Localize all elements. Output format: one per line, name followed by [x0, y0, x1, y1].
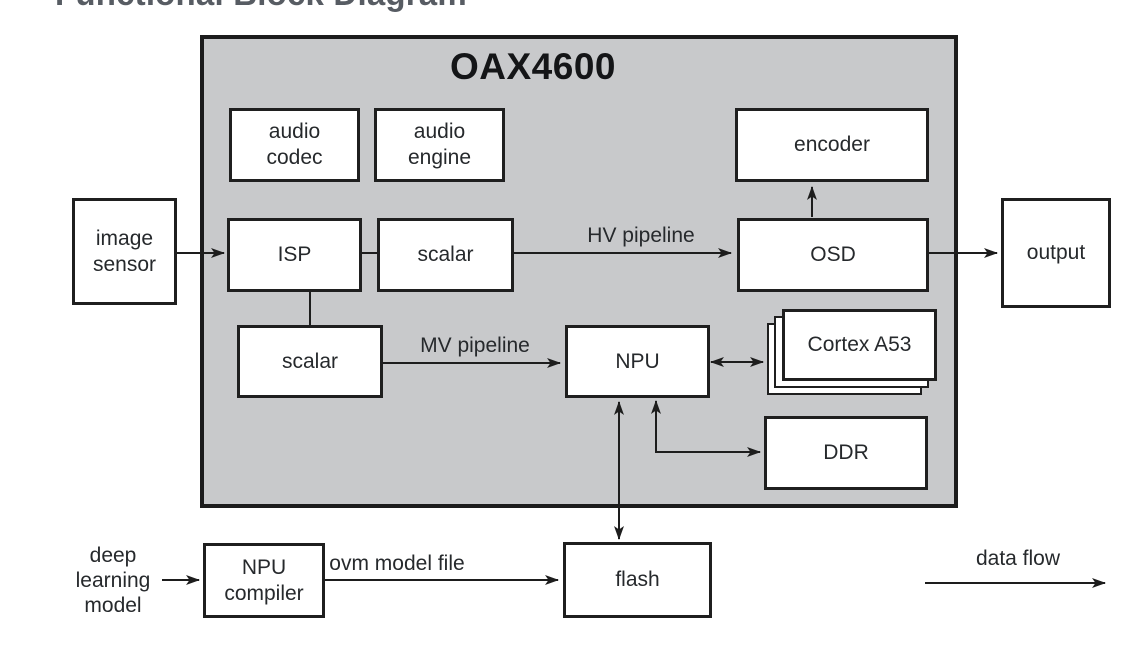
block-label: DDR: [823, 441, 869, 465]
block-npu: NPU: [565, 325, 710, 398]
block-output: output: [1001, 198, 1111, 308]
block-label: output: [1026, 241, 1086, 265]
block-encoder: encoder: [735, 108, 929, 182]
block-label: scalar: [417, 243, 474, 267]
deep-learning-model-text: deep learning model: [58, 544, 168, 618]
block-audio-engine: audio engine: [374, 108, 505, 182]
block-label: flash: [615, 568, 660, 592]
block-label: ISP: [277, 243, 312, 267]
block-label: image sensor: [92, 226, 157, 276]
block-flash: flash: [563, 542, 712, 618]
block-image-sensor: image sensor: [72, 198, 177, 305]
page-title-text: Functional Block Diagram: [55, 0, 485, 13]
block-label: audio codec: [266, 120, 323, 169]
block-label: encoder: [794, 133, 870, 157]
text-label: deep learning model: [75, 544, 151, 617]
block-scalar-mv: scalar: [237, 325, 383, 398]
block-npu-compiler: NPU compiler: [203, 543, 325, 618]
block-label: NPU: [615, 349, 660, 373]
block-ddr: DDR: [764, 416, 928, 490]
chip-name: OAX4600: [450, 46, 616, 87]
block-label: OSD: [810, 243, 856, 267]
block-label: Cortex A53: [807, 333, 912, 357]
edge-label-ovm-model-file: ovm model file: [329, 552, 465, 575]
edge-label-mv-pipeline: MV pipeline: [420, 334, 530, 357]
block-label: scalar: [281, 349, 339, 373]
edge-label-hv-pipeline: HV pipeline: [587, 224, 695, 247]
block-audio-codec: audio codec: [229, 108, 360, 182]
block-label: NPU compiler: [224, 555, 304, 605]
block-label: audio engine: [407, 120, 472, 169]
block-scalar-hv: scalar: [377, 218, 514, 292]
block-osd: OSD: [737, 218, 929, 292]
legend-data-flow-label: data flow: [975, 547, 1061, 570]
block-isp: ISP: [227, 218, 362, 292]
block-cortex-a53: Cortex A53: [782, 309, 937, 381]
page-title: Functional Block Diagram: [55, 0, 485, 13]
